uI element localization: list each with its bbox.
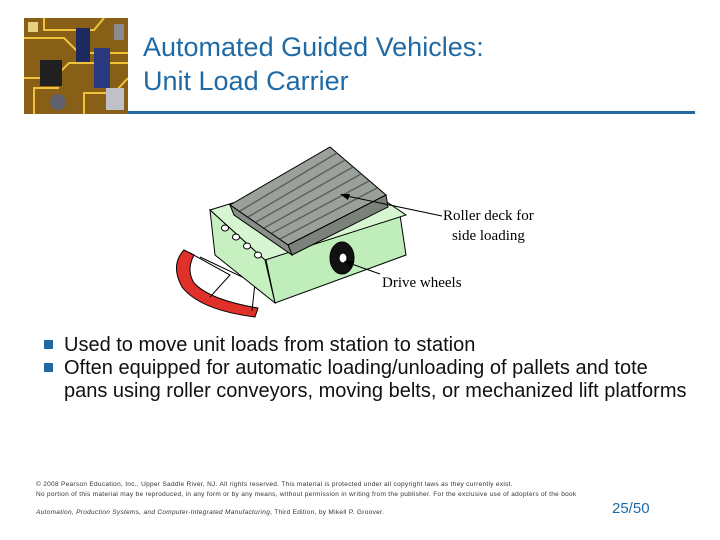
bullet-text: Often equipped for automatic loading/unl…: [64, 357, 687, 402]
slide-title-line-1: Automated Guided Vehicles:: [143, 32, 484, 62]
page-number: 25/50: [612, 500, 650, 517]
roller-callout-line: [341, 194, 443, 217]
copyright-line-2: No portion of this material may be repro…: [36, 491, 577, 498]
bullet-square-icon: [44, 340, 53, 349]
roller-callout-line-1: Roller deck for: [443, 208, 534, 224]
bullet-item: Often equipped for automatic loading/unl…: [44, 357, 694, 403]
copyright-notice: © 2008 Pearson Education, Inc., Upper Sa…: [36, 480, 676, 500]
title-underline: [128, 111, 695, 114]
drive-wheels-callout: Drive wheels: [382, 275, 462, 291]
book-title: Automation, Production Systems, and Comp…: [36, 509, 271, 516]
book-citation: Automation, Production Systems, and Comp…: [36, 509, 384, 516]
bullet-text: Used to move unit loads from station to …: [64, 334, 476, 356]
bullet-square-icon: [44, 363, 53, 372]
agv-illustration: [176, 146, 443, 318]
slide-title-line-2: Unit Load Carrier: [143, 66, 349, 96]
front-bumper: [176, 249, 259, 318]
slide-title: Automated Guided Vehicles: Unit Load Car…: [143, 30, 484, 98]
roller-deck-callout: Roller deck for side loading: [443, 206, 534, 246]
bullet-list: Used to move unit loads from station to …: [44, 334, 694, 403]
bullet-item: Used to move unit loads from station to …: [44, 334, 694, 357]
book-edition: , Third Edition, by Mikell P. Groover.: [270, 509, 385, 516]
copyright-line-1: © 2008 Pearson Education, Inc., Upper Sa…: [36, 481, 513, 488]
header-circuit-image: [24, 18, 128, 114]
roller-callout-line-2: side loading: [451, 228, 525, 244]
